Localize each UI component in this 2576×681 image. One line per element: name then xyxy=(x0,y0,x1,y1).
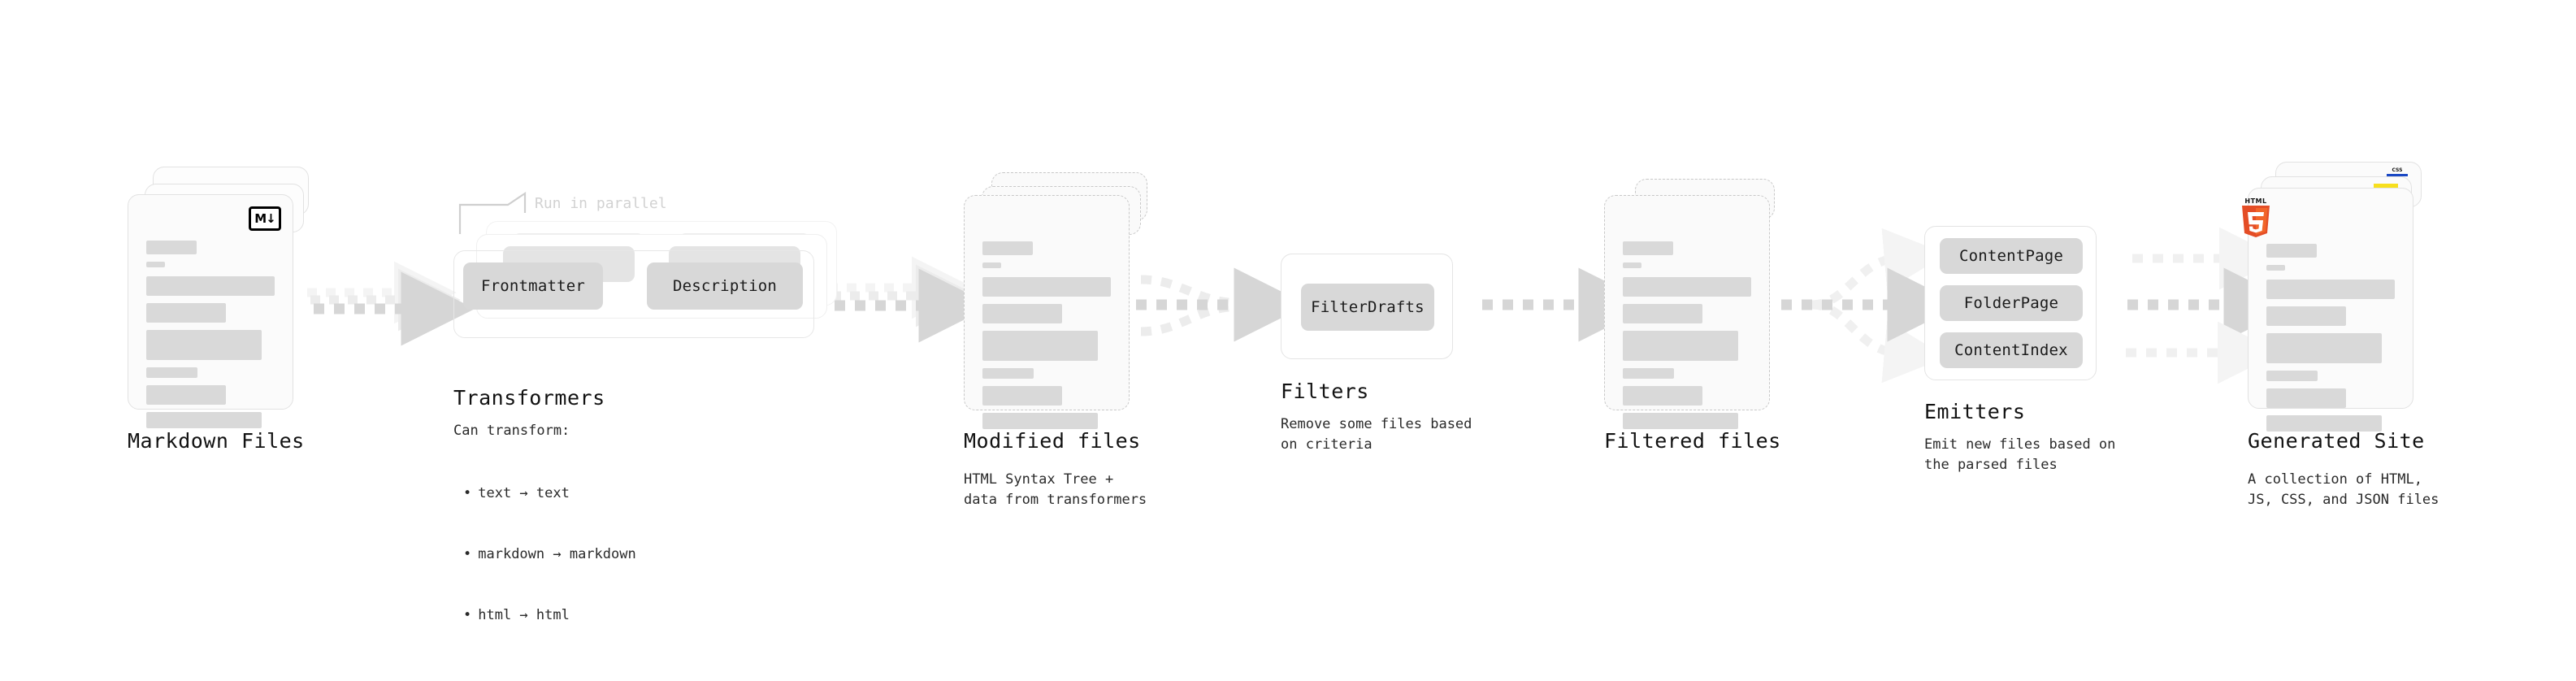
content-bar xyxy=(1623,277,1751,297)
transformers-bullet-list: text → text markdown → markdown html → h… xyxy=(463,443,636,666)
list-item: markdown → markdown xyxy=(463,544,635,565)
content-bar xyxy=(1623,241,1673,255)
content-bar xyxy=(2266,415,2383,432)
transformer-chip-description[interactable]: Description xyxy=(647,262,803,310)
emitters-subtitle: Emit new files based on the parsed files xyxy=(1924,436,2116,473)
arrow-transformers-to-modified xyxy=(828,256,993,343)
arrow-emitters-to-site xyxy=(2126,227,2298,384)
content-bar xyxy=(2266,306,2346,326)
markdown-badge-icon: M↓ xyxy=(249,206,281,231)
content-bar xyxy=(2266,388,2346,408)
emitter-chip-contentpage[interactable]: ContentPage xyxy=(1940,238,2083,274)
filters-subtitle: Remove some files based on criteria xyxy=(1281,416,1472,453)
content-bar xyxy=(146,385,226,405)
transformer-chip-frontmatter[interactable]: Frontmatter xyxy=(463,262,603,310)
filter-chip-filterdrafts[interactable]: FilterDrafts xyxy=(1301,284,1434,331)
css-icon-underline xyxy=(2387,174,2408,176)
list-item: html → html xyxy=(463,605,636,626)
markdown-card-front: M↓ xyxy=(128,194,293,428)
css-icon-label: CSS xyxy=(2392,167,2403,173)
emitter-chip-contentindex[interactable]: ContentIndex xyxy=(1940,332,2083,368)
content-bar xyxy=(1623,386,1702,406)
content-bar xyxy=(982,304,1062,323)
content-bar xyxy=(1623,413,1739,429)
site-card-content xyxy=(2266,244,2395,439)
content-bar xyxy=(146,367,198,378)
page-title-modified-files: Modified files xyxy=(964,429,1141,453)
content-bar xyxy=(146,241,197,254)
arrow-markdown-to-transformers xyxy=(307,261,475,346)
filtered-card-front xyxy=(1604,195,1770,429)
html5-icon-label: HTML xyxy=(2244,197,2267,205)
arrow-modified-to-filters xyxy=(1136,267,1308,342)
arrow-filtered-to-emitters xyxy=(1781,228,1962,384)
markdown-card-content xyxy=(146,241,275,436)
run-in-parallel-bracket xyxy=(458,191,527,234)
css-icon: CSS xyxy=(2387,168,2408,178)
content-bar xyxy=(982,241,1033,255)
content-bar xyxy=(2266,280,2395,299)
content-bar xyxy=(2266,371,2318,381)
modified-files-subtitle: HTML Syntax Tree + data from transformer… xyxy=(964,471,1147,508)
transformers-subtitle: Can transform: xyxy=(453,423,570,439)
content-bar xyxy=(2266,244,2317,258)
content-bar xyxy=(2266,265,2285,271)
emitter-chip-folderpage[interactable]: FolderPage xyxy=(1940,285,2083,321)
content-bar xyxy=(146,262,165,267)
page-title-markdown-files: Markdown Files xyxy=(128,429,305,453)
content-bar xyxy=(146,330,262,360)
content-bar xyxy=(2266,333,2383,363)
content-bar xyxy=(982,368,1034,379)
content-bar xyxy=(982,386,1062,406)
page-title-filtered-files: Filtered files xyxy=(1604,429,1781,453)
content-bar xyxy=(146,412,262,428)
modified-card-content xyxy=(982,241,1111,436)
transformer-panel-front xyxy=(453,250,814,338)
page-title-generated-site: Generated Site xyxy=(2248,429,2425,453)
emitters-panel: ContentPage FolderPage ContentIndex xyxy=(1924,226,2097,380)
content-bar xyxy=(982,331,1099,361)
modified-card-front xyxy=(964,195,1130,429)
content-bar xyxy=(1623,304,1702,323)
content-bar xyxy=(982,413,1099,429)
content-bar xyxy=(146,276,275,296)
filtered-card-content xyxy=(1623,241,1751,436)
content-bar xyxy=(1623,331,1739,361)
site-card-front: HTML xyxy=(2242,188,2413,432)
run-in-parallel-label: Run in parallel xyxy=(535,195,667,212)
content-bar xyxy=(1623,368,1675,379)
generated-site-subtitle: A collection of HTML, JS, CSS, and JSON … xyxy=(2248,471,2439,508)
content-bar xyxy=(982,277,1111,297)
page-title-transformers: Transformers xyxy=(453,386,605,410)
content-bar xyxy=(982,262,1001,268)
page-title-emitters: Emitters xyxy=(1924,400,2026,423)
html5-icon: HTML xyxy=(2239,197,2273,238)
content-bar xyxy=(1623,262,1641,268)
page-title-filters: Filters xyxy=(1281,380,1369,403)
filters-panel: FilterDrafts xyxy=(1281,254,1453,359)
list-item: text → text xyxy=(463,484,636,504)
content-bar xyxy=(146,303,226,323)
